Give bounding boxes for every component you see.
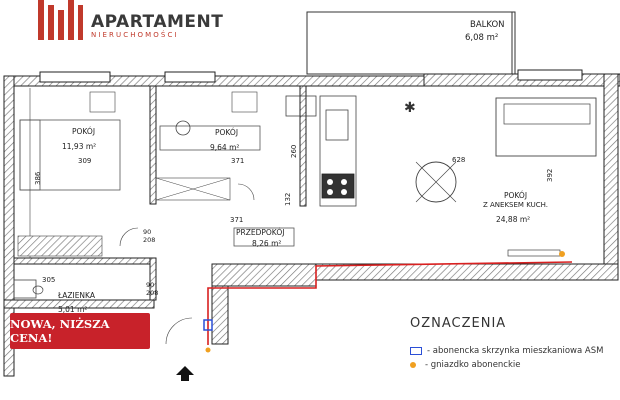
building-logo-icon: [38, 0, 83, 40]
room-name: POKÓJ: [504, 191, 527, 200]
snowflake-icon: ✱: [404, 100, 416, 116]
room-width: 309: [78, 157, 91, 165]
room-pokoj-2: POKÓJ 9,64 m² 371 260: [89, 91, 298, 201]
entrance-arrow-icon: [176, 366, 194, 381]
price-promo-badge: NOWA, NIŻSZA CENA!: [10, 313, 150, 349]
brand-tagline: NIERUCHOMOŚCI: [91, 31, 179, 39]
door-width: 90: [143, 228, 151, 236]
room-height: 386: [34, 171, 42, 185]
room-przedpokoj: PRZEDPOKÓJ 8,26 m² 371 132 90 208: [119, 183, 295, 248]
room-pokoj-1: POKÓJ 11,93 m² 309 386: [17, 88, 121, 258]
door-width: 90: [146, 281, 154, 289]
room-width: 628: [452, 156, 465, 164]
outer-walls: [3, 69, 620, 377]
boundary-line: [207, 261, 573, 345]
socket-icon: [205, 347, 211, 353]
legend-item: - abonencka skrzynka mieszkaniowa ASM: [410, 346, 603, 356]
room-area: 8,26 m²: [252, 239, 281, 248]
orange-dot-icon: [410, 361, 416, 368]
door-height: 208: [146, 289, 158, 297]
room-subname: Z ANEKSEM KUCH.: [483, 201, 548, 209]
room-area: 11,93 m²: [62, 142, 96, 151]
room-name: POKÓJ: [72, 127, 95, 136]
room-height: 132: [284, 193, 292, 206]
room-width: 305: [42, 276, 55, 284]
brand-name: APARTAMENT: [91, 12, 224, 32]
door-height: 208: [143, 236, 155, 244]
room-lazienka: 305 ŁAZIENKA 5,01 m² 90 208: [13, 276, 193, 345]
balcony-name: BALKON: [470, 20, 505, 30]
room-height: 392: [546, 169, 554, 182]
room-salon: POKÓJ Z ANEKSEM KUCH. 24,88 m² 628 392: [415, 97, 597, 257]
room-area: 24,88 m²: [496, 215, 530, 224]
balcony-area: 6,08 m²: [465, 33, 498, 43]
room-width: 371: [231, 157, 244, 165]
room-name: PRZEDPOKÓJ: [236, 228, 284, 237]
room-height: 260: [290, 145, 298, 158]
room-name: POKÓJ: [215, 128, 238, 137]
room-area: 5,01 m²: [58, 305, 87, 314]
socket-icon: [559, 251, 565, 257]
room-area: 9,64 m²: [210, 143, 239, 152]
legend-title: OZNACZENIA: [410, 316, 507, 331]
legend-item: - gniazdko abonenckie: [410, 360, 521, 370]
asm-box-icon: [203, 319, 213, 331]
room-name: ŁAZIENKA: [57, 291, 96, 300]
kitchen-fixtures: ✱: [285, 95, 416, 207]
blue-box-icon: [410, 346, 422, 355]
balcony: BALKON 6,08 m²: [306, 11, 516, 75]
room-width: 371: [230, 216, 243, 224]
